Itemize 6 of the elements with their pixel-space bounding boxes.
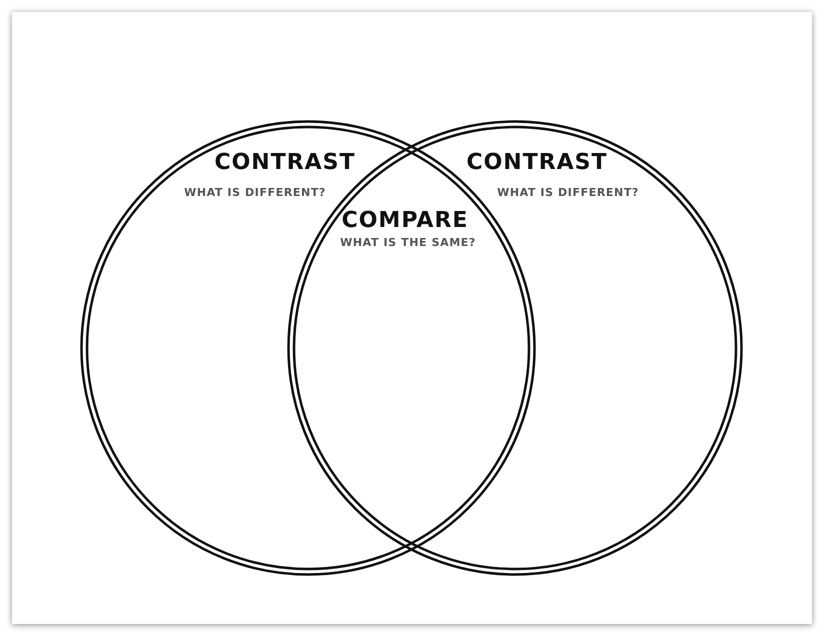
heading: CONTRAST xyxy=(466,150,608,175)
subheading: WHAT IS DIFFERENT? xyxy=(497,186,639,199)
subheading: WHAT IS THE SAME? xyxy=(340,236,476,249)
heading: COMPARE xyxy=(342,208,468,233)
subheading: WHAT IS DIFFERENT? xyxy=(184,186,326,199)
heading: CONTRAST xyxy=(214,150,356,175)
